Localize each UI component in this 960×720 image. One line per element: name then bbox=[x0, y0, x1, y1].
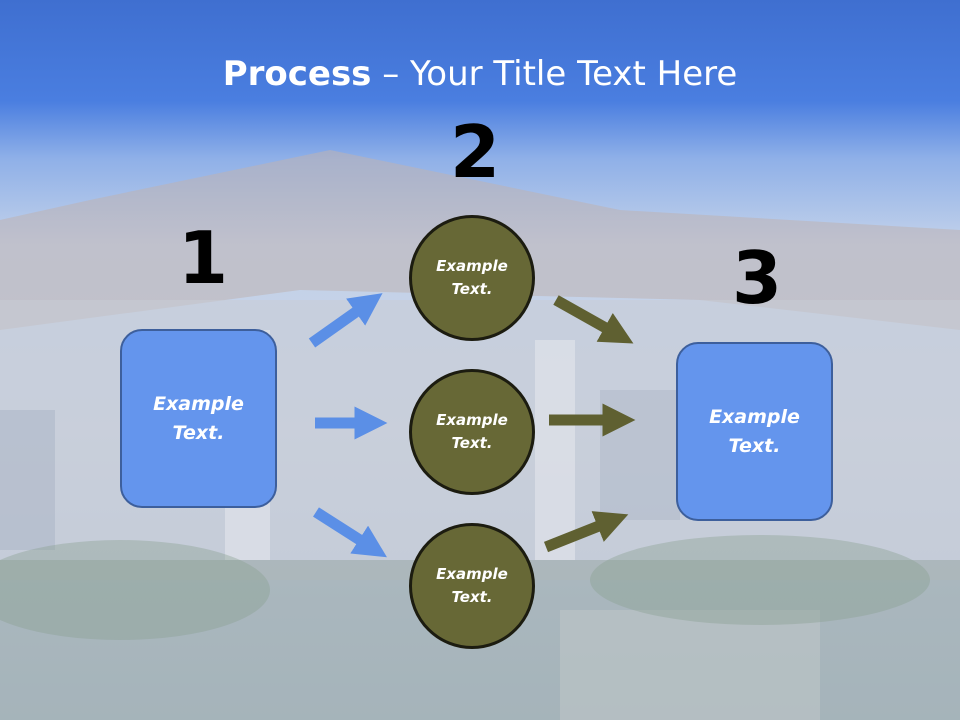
step-2-circle-bottom: Example Text. bbox=[409, 523, 535, 649]
circle-middle-line2: Text. bbox=[451, 434, 493, 452]
title-strong: Process bbox=[222, 54, 372, 94]
arrow-olive-down bbox=[553, 295, 634, 344]
step-2-circle-top: Example Text. bbox=[409, 215, 535, 341]
arrow-olive-up bbox=[543, 511, 629, 553]
step-number-1: 1 bbox=[178, 216, 229, 300]
arrow-blue-up bbox=[308, 293, 383, 348]
slide-title: Process – Your Title Text Here bbox=[0, 52, 960, 96]
step-3-text-line2: Text. bbox=[728, 434, 781, 457]
arrow-blue-down bbox=[313, 507, 387, 558]
step-1-box: Example Text. bbox=[120, 329, 277, 508]
step-3-box: Example Text. bbox=[676, 342, 833, 521]
step-1-text-line2: Text. bbox=[172, 421, 225, 444]
circle-bottom-line2: Text. bbox=[451, 588, 493, 606]
title-rest: – Your Title Text Here bbox=[371, 54, 738, 94]
circle-middle-line1: Example bbox=[436, 411, 508, 429]
circle-bottom-line1: Example bbox=[436, 565, 508, 583]
circle-top-line1: Example bbox=[436, 257, 508, 275]
step-number-2: 2 bbox=[450, 110, 501, 194]
step-3-text-line1: Example bbox=[709, 405, 800, 428]
step-2-circle-middle: Example Text. bbox=[409, 369, 535, 495]
step-1-text-line1: Example bbox=[153, 392, 244, 415]
step-number-3: 3 bbox=[732, 236, 783, 320]
circle-top-line2: Text. bbox=[451, 280, 493, 298]
